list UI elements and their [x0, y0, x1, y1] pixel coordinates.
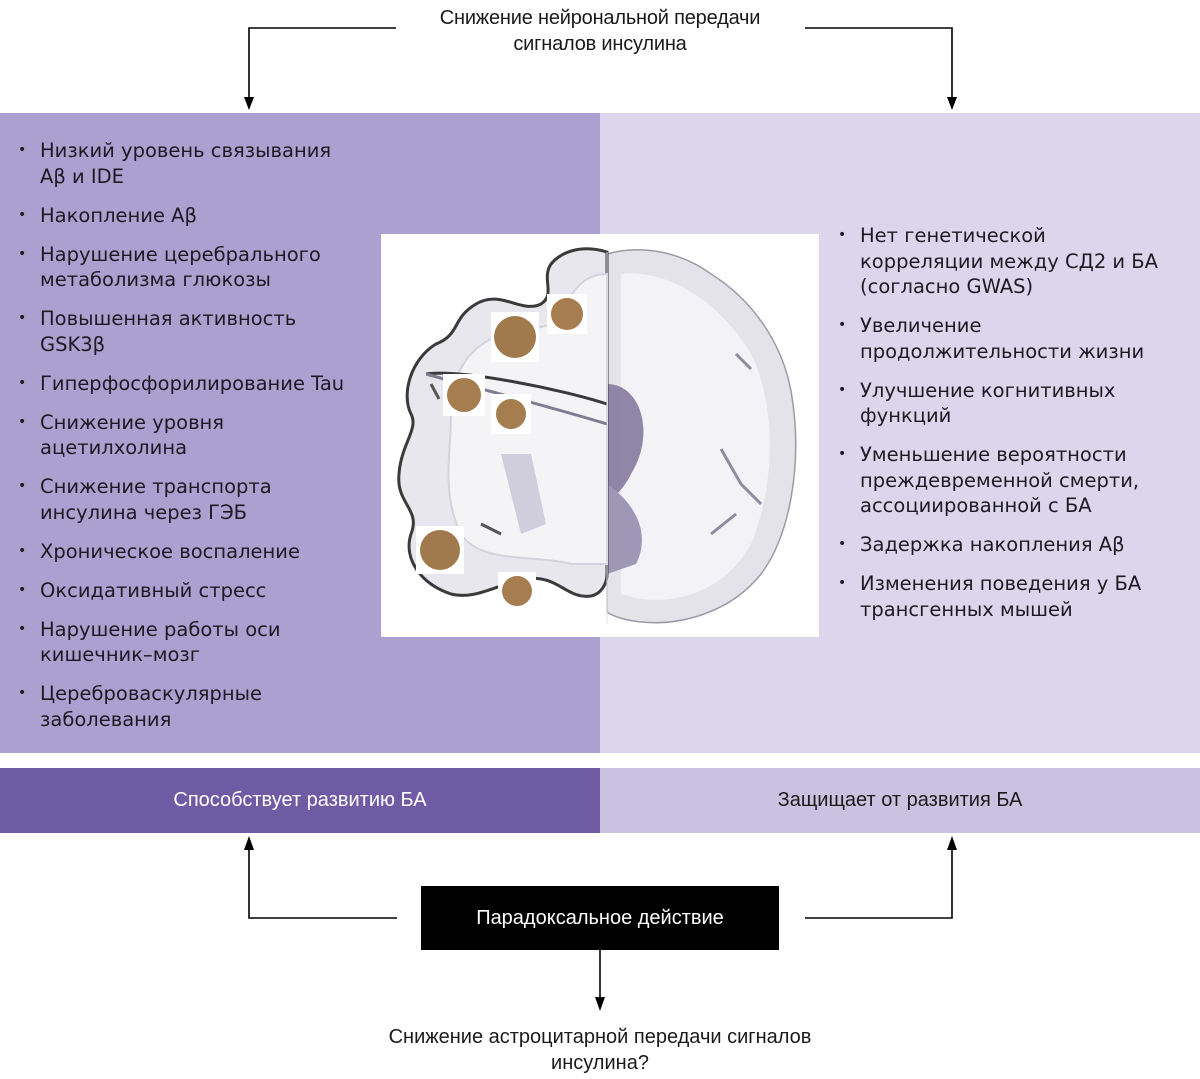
amyloid-plaques	[416, 294, 587, 610]
bullet-icon: •	[18, 581, 27, 598]
list-item-text: Оксидативный стресс	[40, 578, 267, 602]
list-item-text: кишечник–мозг	[40, 643, 201, 666]
list-item-text: Накопление Aβ	[40, 203, 197, 227]
list-item-text: Снижение уровня	[40, 410, 225, 434]
list-item-text: ацетилхолина	[40, 436, 188, 459]
list-item-text: Снижение транспорта	[40, 475, 272, 498]
list-item-text: Низкий уровень связывания	[40, 139, 332, 162]
arrow-bottom-left	[248, 840, 397, 919]
bullet-icon: •	[18, 206, 27, 223]
plaque	[420, 530, 460, 570]
arrow-top-right	[805, 27, 953, 108]
bottom-label: Снижение астроцитарной передачи сигналов…	[330, 1024, 870, 1076]
list-item-text: Улучшение когнитивных	[860, 378, 1116, 402]
bullet-icon: •	[838, 227, 847, 243]
list-item-text: (согласно GWAS)	[860, 275, 1034, 298]
list-item: • Накопление Aβ	[0, 203, 380, 229]
list-item-text: Повышенная активность	[40, 307, 297, 330]
paradox-box: Парадоксальное действие	[421, 886, 779, 950]
list-item-text: Задержка накопления Aβ	[860, 533, 1125, 556]
bullet-icon: •	[18, 478, 27, 494]
list-item-text: Нарушение церебрального	[40, 242, 321, 266]
list-item: • Хроническое воспаление	[0, 539, 380, 565]
list-item-text: GSK3β	[40, 332, 106, 356]
list-item-text: Уменьшение вероятности	[860, 443, 1127, 466]
bottom-label-line2: инсулина?	[551, 1052, 649, 1074]
bullet-icon: •	[18, 620, 27, 637]
plaque	[502, 576, 532, 606]
brain-illustration	[381, 234, 819, 637]
bullet-icon: •	[838, 446, 847, 462]
list-item-text: Гиперфосфорилирование Tau	[40, 371, 345, 395]
list-item-text: функций	[860, 404, 952, 427]
top-label: Снижение нейрональной передачи сигналов …	[400, 5, 800, 57]
arrow-top-left	[248, 27, 396, 108]
brain-coronal-section	[397, 247, 797, 624]
list-item-text: Увеличение	[860, 314, 982, 337]
list-item-text: Цереброваскулярные	[40, 682, 263, 705]
band-protects-ad: Защищает от развития БА	[600, 768, 1200, 833]
list-item: • Задержка накопления Aβ	[820, 532, 1200, 558]
list-item-text: ассоциированной с БА	[860, 494, 1092, 517]
arrow-bottom-right	[805, 840, 953, 919]
list-item-text: корреляции между СД2 и БА	[860, 249, 1159, 273]
plaque	[496, 399, 526, 429]
list-item-text: Изменения поведения у БА	[860, 572, 1142, 595]
list-item-text: трансгенных мышей	[860, 597, 1073, 621]
bullet-icon: •	[18, 685, 27, 701]
bullet-icon: •	[838, 381, 847, 398]
list-item-text: Нарушение работы оси	[40, 617, 281, 641]
bullet-icon: •	[838, 317, 847, 333]
bullet-icon: •	[18, 413, 27, 430]
bottom-label-line1: Снижение астроцитарной передачи сигналов	[388, 1026, 812, 1048]
list-item: • Гиперфосфорилирование Tau	[0, 371, 380, 397]
list-item-text: преждевременной смерти,	[860, 468, 1140, 492]
bullet-icon: •	[838, 575, 847, 591]
top-label-line1: Снижение нейрональной передачи	[439, 7, 761, 29]
bullet-icon: •	[18, 374, 27, 391]
list-item-text: заболевания	[40, 707, 172, 731]
plaque	[494, 316, 536, 358]
bullet-icon: •	[18, 245, 27, 262]
list-item-text: инсулина через ГЭБ	[40, 500, 248, 524]
list-item: • Оксидативный стресс	[0, 578, 380, 604]
list-item-text: продолжительности жизни	[860, 339, 1145, 363]
bullet-icon: •	[838, 536, 847, 552]
list-item-text: Хроническое воспаление	[40, 539, 300, 563]
list-item-text: метаболизма глюкозы	[40, 268, 271, 291]
plaque	[447, 378, 481, 412]
plaque	[551, 298, 583, 330]
bullet-icon: •	[18, 542, 27, 559]
list-item-text: Aβ и IDE	[40, 164, 124, 188]
band-promotes-ad: Способствует развитию БА	[0, 768, 600, 833]
list-item-text: Нет генетической	[860, 224, 1046, 247]
bullet-icon: •	[18, 310, 27, 326]
bullet-icon: •	[18, 142, 27, 158]
top-label-line2: сигналов инсулина	[513, 33, 687, 55]
